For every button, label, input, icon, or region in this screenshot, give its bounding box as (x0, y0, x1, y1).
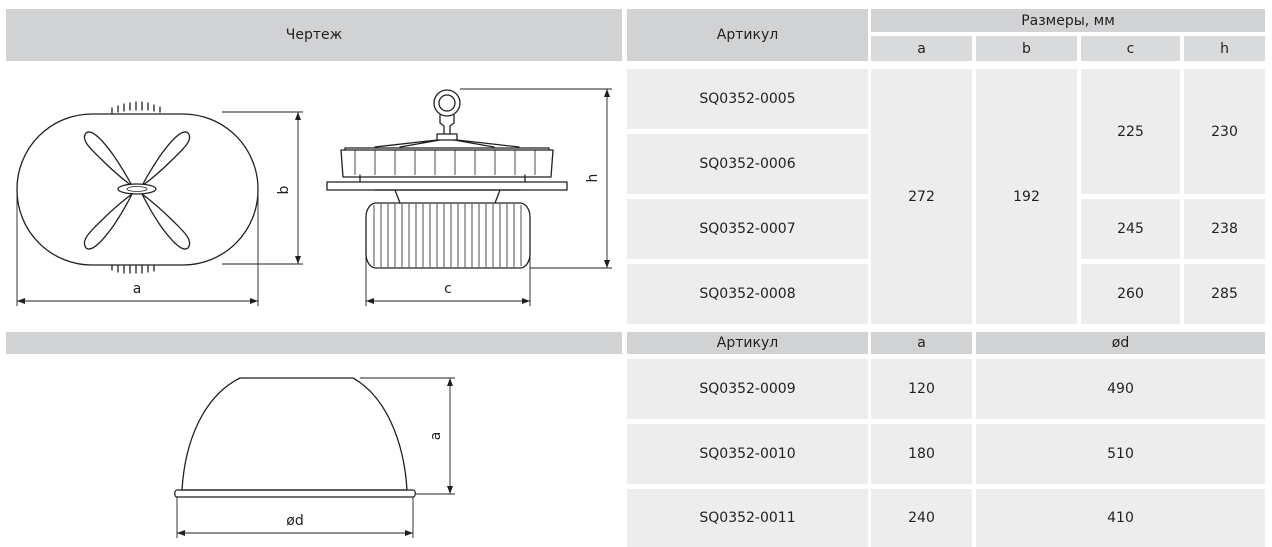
reflector-dimension-a: a (360, 377, 455, 495)
table2-d-cell: 510 (976, 424, 1265, 484)
dimension-h: h (460, 88, 612, 269)
lamp-body-outline (16, 113, 259, 266)
table2-article-cell: SQ0352-0011 (627, 489, 868, 547)
table2-article-cell: SQ0352-0010 (627, 424, 868, 484)
table2-header-d: ød (976, 332, 1265, 354)
table2-d-cell: 490 (976, 359, 1265, 419)
dimension-c: c (365, 240, 531, 306)
cross-blades (83, 131, 191, 250)
value-c-cell: 225 (1081, 69, 1180, 194)
article-cell: SQ0352-0006 (627, 134, 868, 194)
table2-a-cell: 240 (871, 489, 972, 547)
table2-a-cell: 120 (871, 359, 972, 419)
reflector-dim-d-label: ød (286, 513, 303, 529)
header-col-a: a (871, 36, 972, 61)
header-col-h: h (1184, 36, 1265, 61)
table2-header-article: Артикул (627, 332, 868, 354)
dim-a-label: a (133, 281, 142, 297)
fins-top (111, 101, 161, 114)
table2-header-a: a (871, 332, 972, 354)
fins-bottom (111, 264, 155, 274)
article-cell: SQ0352-0008 (627, 264, 868, 324)
header-col-c: c (1081, 36, 1180, 61)
dimension-b: b (222, 111, 303, 265)
reflector-drawing: a ød (174, 377, 455, 538)
table2-article-cell: SQ0352-0009 (627, 359, 868, 419)
value-h-cell: 238 (1184, 199, 1265, 259)
dim-c-label: c (444, 281, 452, 297)
article-cell: SQ0352-0005 (627, 69, 868, 129)
heatsink-body (365, 189, 531, 269)
top-view-drawing: b a (16, 101, 303, 306)
value-h-cell: 230 (1184, 69, 1265, 194)
dimension-a: a (16, 190, 259, 306)
header-col-b: b (976, 36, 1077, 61)
table2-d-cell: 410 (976, 489, 1265, 547)
value-c-cell: 260 (1081, 264, 1180, 324)
table2-a-cell: 180 (871, 424, 972, 484)
value-h-cell: 285 (1184, 264, 1265, 324)
value-b-merged: 192 (976, 69, 1077, 324)
dim-b-label: b (276, 185, 292, 194)
value-a-merged: 272 (871, 69, 972, 324)
value-c-cell: 245 (1081, 199, 1180, 259)
dim-h-label: h (585, 174, 601, 183)
article-cell: SQ0352-0007 (627, 199, 868, 259)
reflector-dim-a-label: a (428, 432, 444, 441)
header-sizes: Размеры, мм (871, 9, 1265, 32)
side-view-drawing: h c (326, 88, 612, 306)
eye-bolt (433, 89, 461, 141)
housing-dome (326, 147, 568, 191)
header-drawing: Чертеж (6, 9, 622, 61)
reflector-dimension-d: ød (176, 497, 414, 538)
reflector-dome (174, 377, 416, 498)
section-header-bar (6, 332, 622, 354)
header-article: Артикул (627, 9, 868, 61)
